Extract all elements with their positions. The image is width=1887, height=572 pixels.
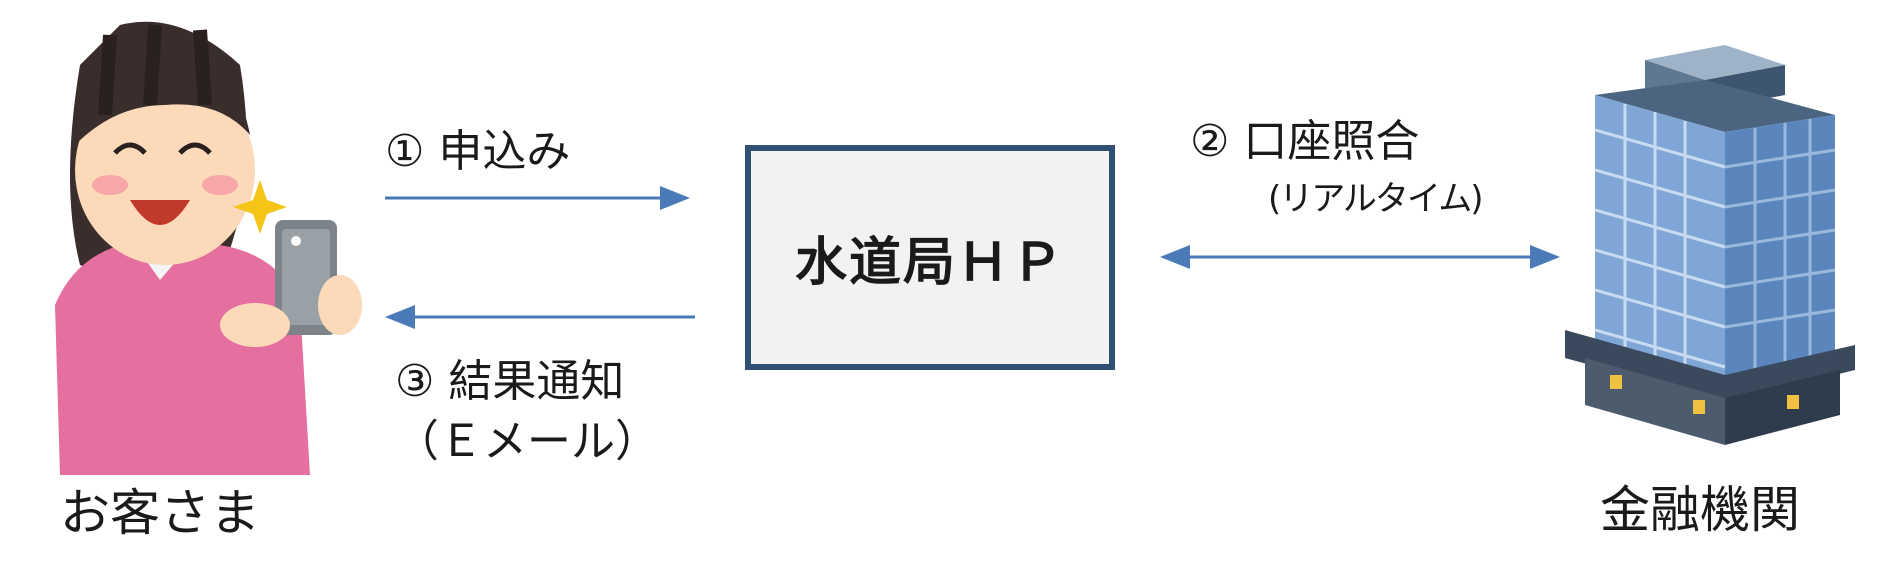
waterworks-hp-box: 水道局ＨＰ xyxy=(745,145,1115,370)
step-notify-label: ③ 結果通知 xyxy=(395,356,625,407)
arrow-notify xyxy=(385,305,695,329)
bank-building-illustration xyxy=(1565,45,1855,445)
step-notify-sublabel: （Ｅメール） xyxy=(395,416,659,467)
arrow-verify xyxy=(1160,245,1560,269)
customer-label: お客さま xyxy=(60,484,260,542)
customer-illustration xyxy=(55,21,362,475)
step-apply-label: ① 申込み xyxy=(385,126,571,177)
waterworks-hp-label: 水道局ＨＰ xyxy=(794,233,1065,293)
step-verify-label: ② 口座照合 xyxy=(1190,116,1420,167)
bank-label: 金融機関 xyxy=(1600,481,1800,539)
step-verify-sublabel: (リアルタイム) xyxy=(1268,179,1484,219)
arrow-apply xyxy=(385,186,690,210)
